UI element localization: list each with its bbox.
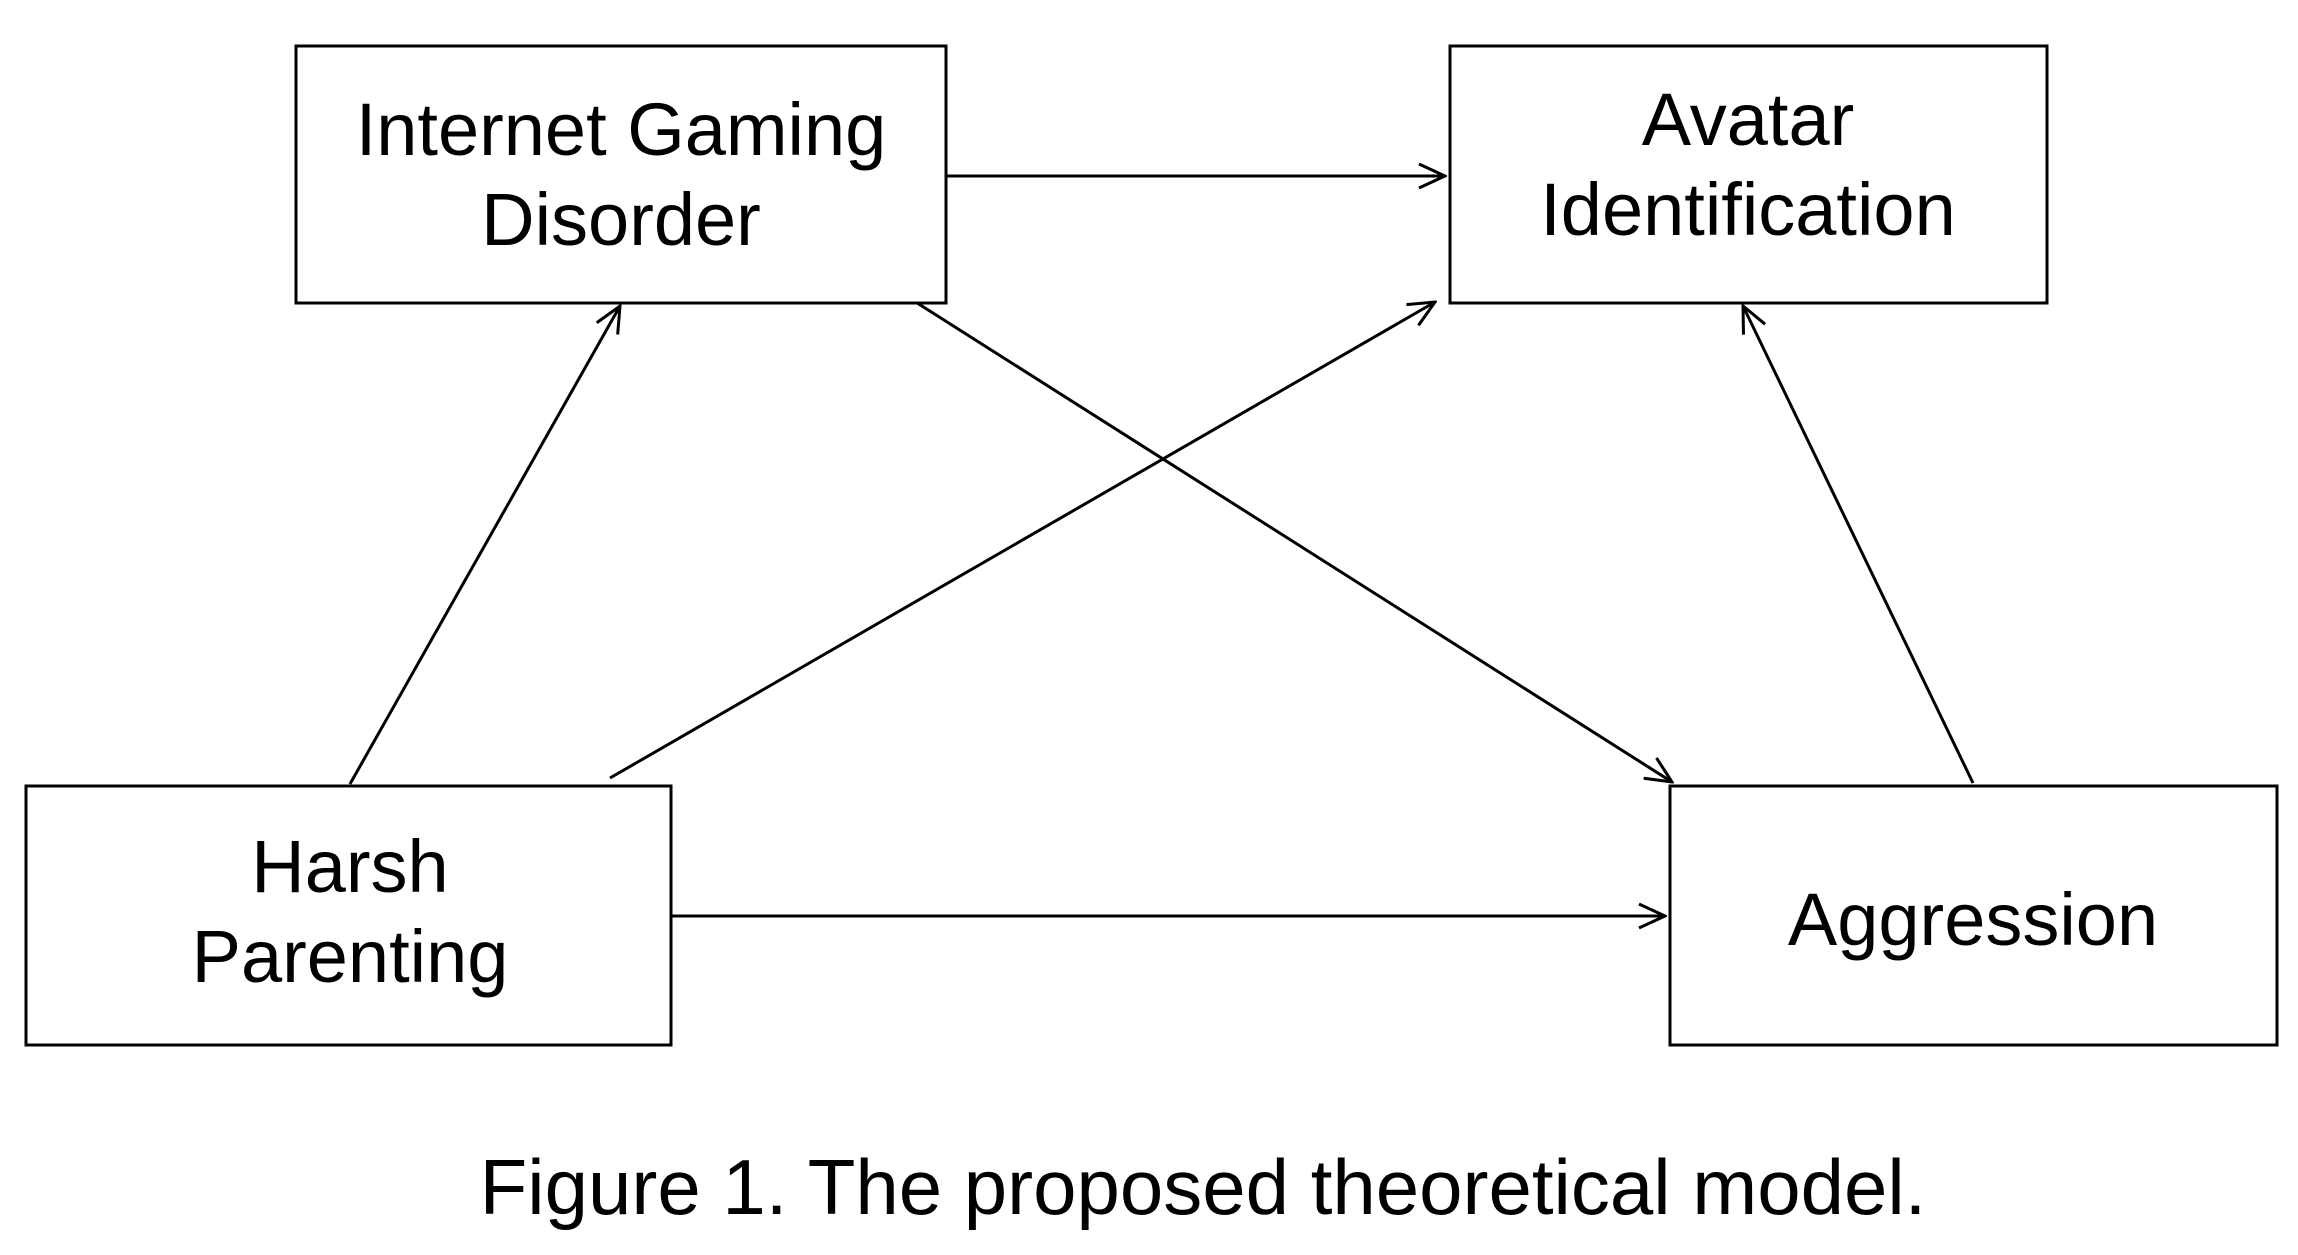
edge-igd-to-aggression	[902, 292, 1672, 782]
node-box-avatar	[1448, 44, 2049, 305]
node-box-aggression	[1668, 784, 2279, 1047]
edge-harsh-to-avatar	[609, 302, 1435, 780]
node-label-igd-line1: Internet Gaming	[356, 88, 887, 171]
node-harsh-parenting: Harsh Parenting	[24, 784, 673, 1047]
node-label-avatar-line1: Avatar	[1642, 78, 1855, 161]
node-avatar-identification: Avatar Identification	[1448, 44, 2049, 305]
node-internet-gaming-disorder: Internet Gaming Disorder	[294, 44, 948, 305]
node-box-harsh	[24, 784, 673, 1047]
node-label-aggression: Aggression	[1788, 878, 2158, 961]
node-label-avatar-line2: Identification	[1540, 168, 1956, 251]
node-label-harsh-line2: Parenting	[192, 915, 509, 998]
edges	[348, 176, 1975, 916]
edge-aggression-to-avatar	[1743, 306, 1975, 784]
node-label-igd-line2: Disorder	[481, 178, 761, 261]
node-aggression: Aggression	[1668, 784, 2279, 1047]
figure-caption: Figure 1. The proposed theoretical model…	[480, 1143, 1927, 1231]
edge-harsh-to-igd	[348, 306, 620, 785]
node-box-igd	[294, 44, 948, 305]
node-label-harsh-line1: Harsh	[251, 825, 448, 908]
